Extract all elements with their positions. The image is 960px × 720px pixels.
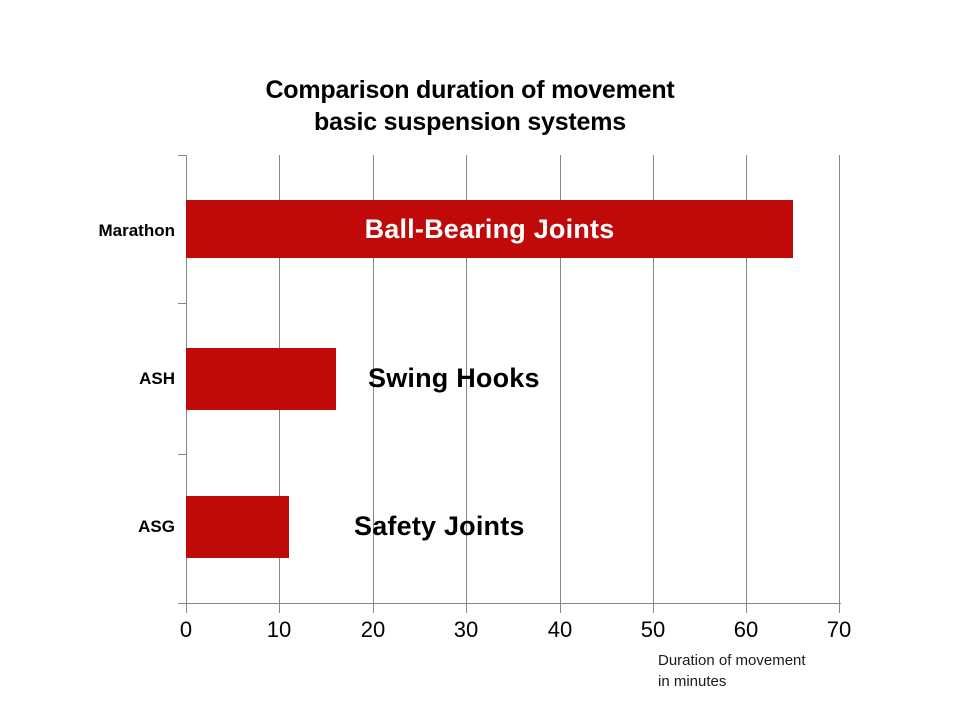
gridline-70 <box>839 155 840 603</box>
x-tick-20 <box>373 604 374 613</box>
category-label-marathon: Marathon <box>98 221 176 240</box>
x-tick-50 <box>653 604 654 613</box>
gridline-30 <box>466 155 467 603</box>
gridline-60 <box>746 155 747 603</box>
x-tick-label-20: 20 <box>360 617 386 642</box>
x-tick-label-50: 50 <box>640 617 666 642</box>
x-tick-10 <box>279 604 280 613</box>
x-axis-title-line-1: Duration of movement <box>658 652 806 669</box>
category-tick-1 <box>178 303 186 304</box>
gridline-20 <box>373 155 374 603</box>
bar-label-marathon: Ball-Bearing Joints <box>364 213 615 244</box>
x-tick-40 <box>560 604 561 613</box>
x-tick-70 <box>839 604 840 613</box>
x-tick-label-30: 30 <box>453 617 479 642</box>
category-tick-bottom <box>178 603 186 604</box>
bar-ash[interactable] <box>186 348 336 410</box>
x-tick-label-10: 10 <box>266 617 292 642</box>
x-tick-label-60: 60 <box>733 617 759 642</box>
category-label-ash: ASH <box>139 369 175 388</box>
chart-title-line-2: basic suspension systems <box>313 108 626 136</box>
x-tick-label-40: 40 <box>547 617 573 642</box>
bar-label-asg: Safety Joints <box>354 511 525 541</box>
x-axis-line <box>186 603 841 604</box>
gridline-50 <box>653 155 654 603</box>
x-axis-title: Duration of movement in minutes <box>658 651 806 692</box>
bar-marathon[interactable]: Ball-Bearing Joints <box>186 200 793 258</box>
gridline-40 <box>560 155 561 603</box>
x-tick-label-70: 70 <box>826 617 852 642</box>
x-axis-title-line-2: in minutes <box>658 672 727 690</box>
category-label-asg: ASG <box>138 517 175 536</box>
chart-title: Comparison duration of movement basic su… <box>120 74 820 138</box>
x-tick-30 <box>466 604 467 613</box>
chart-title-line-1: Comparison duration of movement <box>265 76 675 104</box>
bar-label-ash: Swing Hooks <box>368 363 540 393</box>
x-tick-0 <box>186 604 187 613</box>
category-tick-top <box>178 155 186 156</box>
category-tick-2 <box>178 454 186 455</box>
x-tick-60 <box>746 604 747 613</box>
bar-asg[interactable] <box>186 496 289 558</box>
x-tick-label-0: 0 <box>179 617 193 642</box>
plot-area: Ball-Bearing Joints Swing Hooks Safety J… <box>186 155 840 603</box>
